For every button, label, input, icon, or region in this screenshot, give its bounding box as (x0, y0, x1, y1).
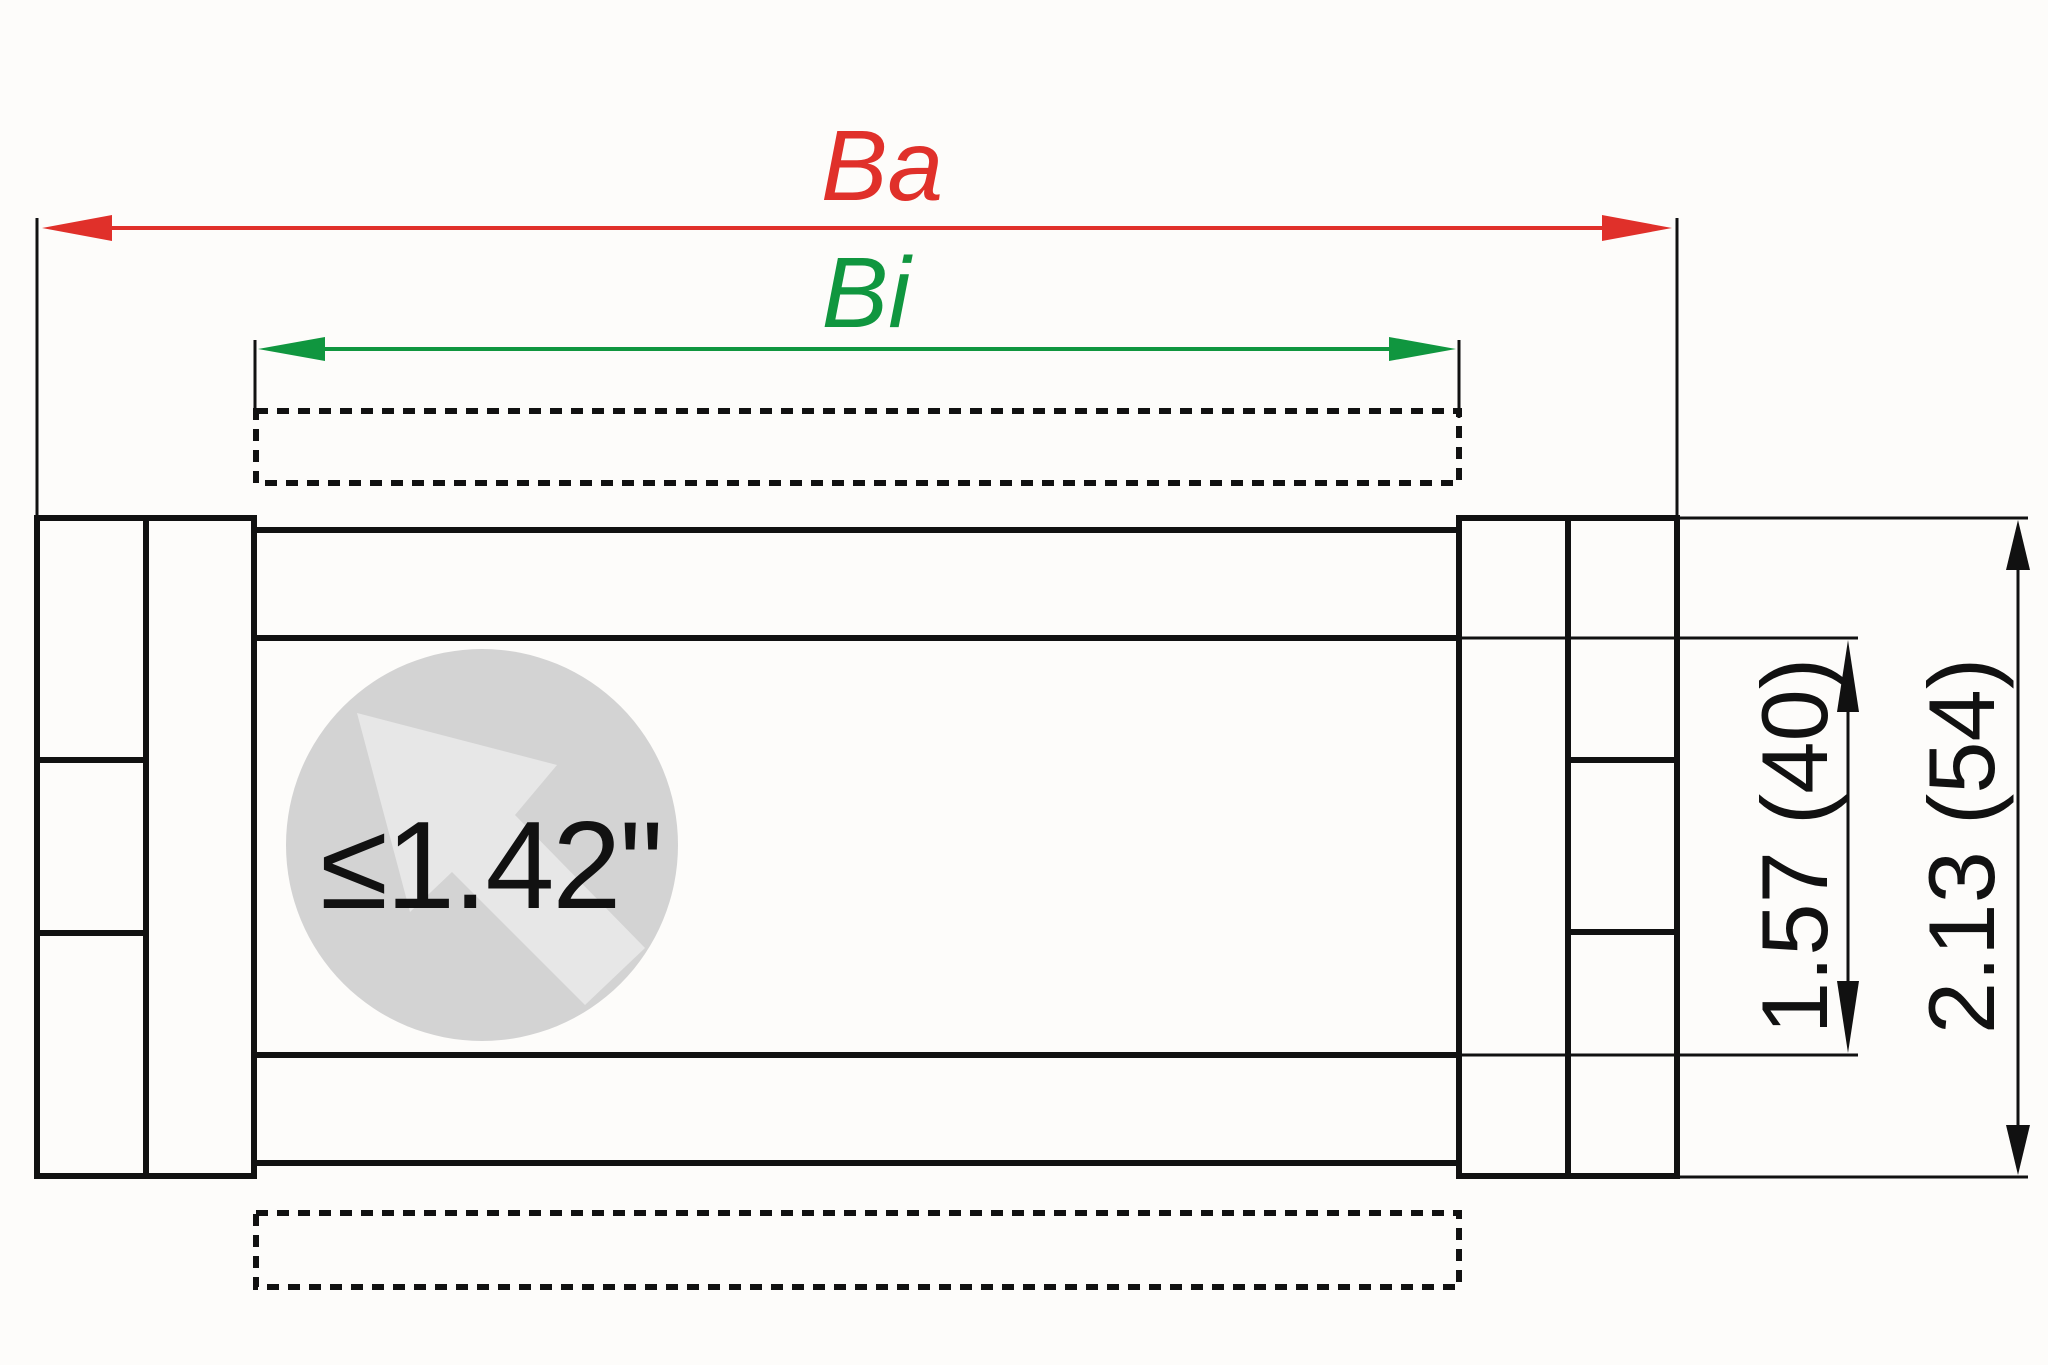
bi-dimension: Bi (253, 237, 1461, 418)
ba-right-arrowhead-icon (1602, 215, 1672, 241)
outer-height-label: 2.13 (54) (1909, 658, 2014, 1034)
outer-height-top-arrowhead-icon (2006, 520, 2030, 570)
bend-radius-label: ≤1.42" (320, 797, 661, 935)
outer-height-dimension: 2.13 (54) (1677, 516, 2030, 1179)
bi-right-arrowhead-icon (1389, 337, 1456, 361)
left-side-plate (34, 515, 257, 1179)
right-plate-thin-lines (1459, 636, 1858, 1057)
ba-left-arrowhead-icon (42, 215, 112, 241)
diagonal-arrow-icon (357, 713, 645, 1005)
top-dashed-outline (253, 408, 1462, 486)
center-crossbars (254, 527, 1459, 1166)
inner-height-bottom-arrowhead-icon (1837, 981, 1859, 1053)
inner-height-dimension: 1.57 (40) (1742, 640, 1859, 1053)
right-side-plate (1456, 515, 1680, 1179)
bi-label: Bi (822, 237, 914, 349)
outer-height-bottom-arrowhead-icon (2006, 1125, 2030, 1175)
bend-radius-badge: ≤1.42" (286, 649, 678, 1041)
bottom-dashed-outline (253, 1210, 1462, 1290)
bi-left-arrowhead-icon (258, 337, 325, 361)
inner-height-top-arrowhead-icon (1837, 640, 1859, 712)
ba-label: Ba (821, 110, 943, 222)
inner-height-label: 1.57 (40) (1742, 658, 1847, 1034)
ba-dimension: Ba (35, 110, 1679, 518)
